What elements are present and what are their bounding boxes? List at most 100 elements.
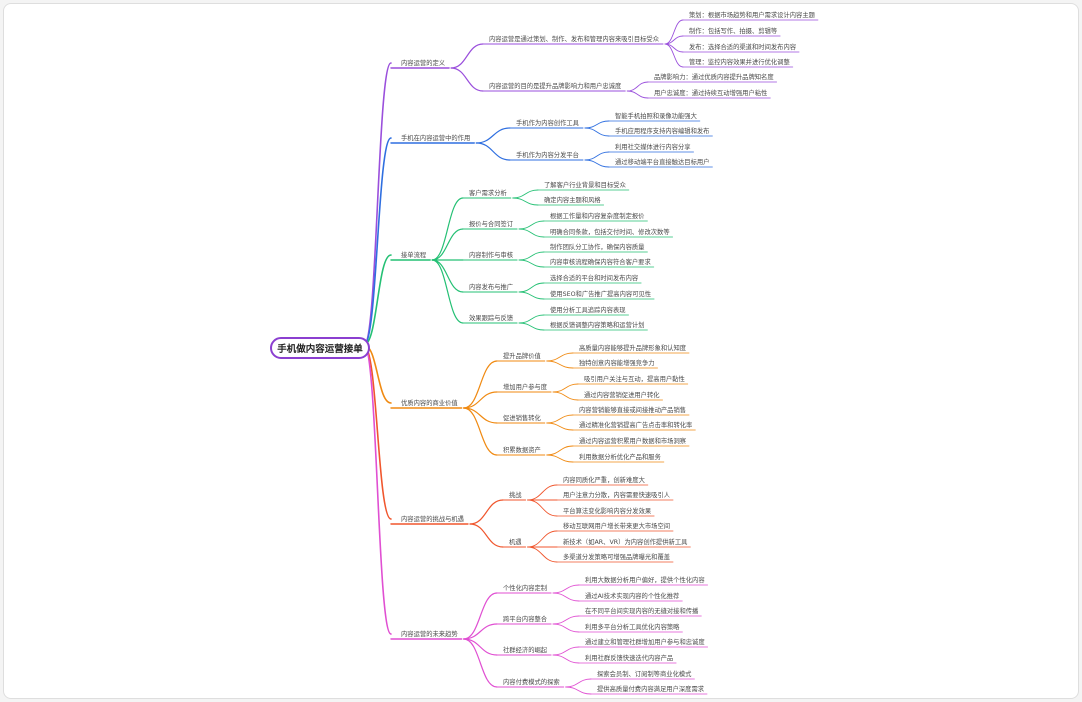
branch-6-sub-1-label[interactable]: 个性化内容定制: [503, 583, 547, 592]
branch-6-sub-4-label[interactable]: 内容付费模式的探索: [503, 677, 560, 686]
edge-branch-6-sub-4-leaf-2: [565, 686, 592, 695]
edge-root-branch-6: [363, 344, 392, 635]
branch-1-sub-2-label[interactable]: 内容运营的目的是提升品牌影响力和用户忠诚度: [489, 81, 622, 90]
edge-branch-3-sub-5-leaf-2: [518, 322, 545, 331]
edge-branch-4-sub-3-leaf-2: [546, 422, 574, 431]
branch-2-sub-2-label[interactable]: 手机作为内容分发平台: [516, 150, 579, 159]
branch-3-sub-5-label[interactable]: 效果跟踪与反馈: [469, 313, 514, 322]
branch-5-sub-1-leaf-3[interactable]: 平台算法变化影响内容分发效果: [563, 506, 652, 515]
edge-branch-4-sub-4-leaf-1: [546, 445, 574, 456]
edge-branch-6-sub-3-leaf-2: [552, 654, 580, 664]
branch-3-sub-4-leaf-1[interactable]: 选择合适的平台和时间发布内容: [550, 273, 639, 282]
edge-branch-1-sub-2: [450, 67, 484, 92]
branch-2-sub-2-leaf-2[interactable]: 通过移动端平台直接触达目标用户: [615, 157, 709, 166]
branch-1-sub-2-leaf-2[interactable]: 用户忠诚度：通过持续互动增强用户粘性: [654, 88, 767, 97]
branch-4-sub-1-leaf-2[interactable]: 独特创意内容能增强竞争力: [579, 358, 655, 367]
branch-5-sub-2-leaf-3[interactable]: 多渠道分发策略可增强品牌曝光和覆盖: [563, 552, 671, 561]
branch-4-sub-3-leaf-2[interactable]: 通过精准化营销提高广告点击率和转化率: [579, 420, 692, 429]
edge-branch-6-sub-2-leaf-2: [552, 623, 580, 633]
edge-branch-6-sub-4-leaf-1: [565, 678, 592, 688]
edge-branch-6-sub-3-leaf-1: [552, 646, 580, 656]
branch-1-sub-1-leaf-2[interactable]: 制作：包括写作、拍摄、剪辑等: [689, 26, 778, 35]
branch-4-sub-4-label[interactable]: 积累数据资产: [503, 445, 541, 454]
edge-branch-4-sub-1-leaf-1: [546, 352, 574, 362]
branch-6-sub-1-leaf-2[interactable]: 通过AI技术实现内容的个性化推荐: [585, 591, 679, 600]
branch-4-sub-2-leaf-2[interactable]: 通过内容营销促进用户转化: [584, 390, 660, 399]
branch-4-sub-4-leaf-2[interactable]: 利用数据分析优化产品和服务: [579, 452, 662, 461]
edge-branch-4-sub-1: [463, 360, 498, 409]
branch-4-sub-2-leaf-1[interactable]: 吸引用户关注与互动，提高用户黏性: [584, 374, 685, 383]
branch-2-sub-2-leaf-1[interactable]: 利用社交媒体进行内容分享: [615, 142, 691, 151]
branch-3-sub-5-leaf-2[interactable]: 根据反馈调整内容策略和运营计划: [550, 320, 644, 329]
branch-5-label[interactable]: 内容运营的挑战与机遇: [401, 514, 465, 523]
edge-branch-2-sub-2: [475, 142, 511, 161]
edge-branch-2-sub-1-leaf-1: [584, 120, 610, 129]
branch-5-sub-2-leaf-1[interactable]: 移动互联网用户增长带来更大市场空间: [563, 521, 670, 530]
branch-3-sub-3-label[interactable]: 内容制作与审核: [469, 250, 514, 259]
branch-2-label[interactable]: 手机在内容运营中的作用: [401, 133, 470, 142]
branch-2-sub-1-leaf-2[interactable]: 手机应用程序支持内容编辑和发布: [615, 126, 709, 135]
branch-3-sub-5-leaf-1[interactable]: 使用分析工具追踪内容表现: [550, 305, 626, 314]
branch-1-sub-1-leaf-1[interactable]: 策划：根据市场趋势和用户需求设计内容主题: [689, 10, 816, 19]
root-node-label: 手机做内容运营接单: [277, 344, 363, 355]
branch-6-sub-3-leaf-2[interactable]: 利用社群反馈快速迭代内容产品: [585, 653, 673, 662]
branch-3-label[interactable]: 接单流程: [401, 250, 427, 259]
branch-5-sub-2-label[interactable]: 机遇: [509, 537, 522, 546]
branch-1-sub-1-label[interactable]: 内容运营是通过策划、制作、发布和管理内容来吸引目标受众: [489, 34, 660, 43]
root-node[interactable]: 手机做内容运营接单: [270, 337, 370, 359]
branch-4-label[interactable]: 优质内容的商业价值: [401, 398, 458, 407]
edge-branch-3-sub-4-leaf-1: [518, 282, 545, 293]
branch-3-sub-1-leaf-1[interactable]: 了解客户行业背景和目标受众: [544, 180, 627, 189]
branch-4-sub-1-leaf-1[interactable]: 高质量内容能够提升品牌形象和认知度: [579, 343, 687, 352]
branch-6-sub-4-leaf-1[interactable]: 探索会员制、订阅制等商业化模式: [597, 669, 692, 678]
branch-4-sub-1-label[interactable]: 提升品牌价值: [503, 351, 541, 360]
branch-5-sub-1-leaf-1[interactable]: 内容同质化严重，创新难度大: [563, 475, 646, 484]
branch-4-sub-2-label[interactable]: 增加用户参与度: [503, 382, 548, 391]
branch-3-sub-2-label[interactable]: 报价与合同签订: [469, 219, 514, 228]
branch-1-sub-2-leaf-1[interactable]: 品牌影响力：通过优质内容提升品牌知名度: [654, 72, 774, 81]
edge-branch-4-sub-2-leaf-1: [552, 383, 579, 393]
edge-branch-5-sub-2-leaf-3: [527, 546, 558, 563]
edge-branch-6-sub-2: [463, 623, 498, 640]
branch-3-sub-4-leaf-2[interactable]: 使用SEO和广告推广提高内容可见性: [550, 289, 651, 298]
branch-4-sub-3-label[interactable]: 促进销售转化: [503, 413, 541, 422]
branch-6-sub-3-label[interactable]: 社群经济的崛起: [503, 645, 548, 654]
branch-5-sub-1-label[interactable]: 挑战: [509, 490, 522, 499]
edge-branch-3-sub-5: [431, 259, 464, 324]
branch-1-sub-1-leaf-4[interactable]: 管理：监控内容效果并进行优化调整: [689, 57, 790, 66]
edge-branch-4-sub-1-leaf-2: [546, 360, 574, 369]
edge-branch-3-sub-1-leaf-1: [512, 189, 539, 199]
branch-2-sub-1-label[interactable]: 手机作为内容创作工具: [516, 118, 580, 127]
branch-5-sub-2-leaf-2[interactable]: 新技术（如AR、VR）为内容创作提供新工具: [563, 537, 688, 546]
branch-3-sub-3-leaf-2[interactable]: 内容审核流程确保内容符合客户要求: [550, 257, 651, 266]
edge-branch-3-sub-5-leaf-1: [518, 314, 545, 324]
edge-branch-6-sub-4: [463, 638, 498, 688]
edge-branch-4-sub-2-leaf-2: [552, 391, 579, 401]
edge-branch-1-sub-1-leaf-1: [664, 19, 684, 45]
branch-6-sub-1-leaf-1[interactable]: 利用大数据分析用户偏好，提供个性化内容: [585, 575, 705, 584]
edge-branch-1-sub-1-leaf-4: [664, 43, 684, 68]
branch-6-sub-4-leaf-2[interactable]: 提供高质量付费内容满足用户深度需求: [597, 684, 705, 693]
branch-6-label[interactable]: 内容运营的未来趋势: [401, 629, 458, 638]
branch-2-sub-1-leaf-1[interactable]: 智能手机拍照和录像功能强大: [615, 111, 698, 120]
branch-3-sub-2-leaf-2[interactable]: 明确合同条款，包括交付时间、修改次数等: [550, 227, 670, 236]
branch-3-sub-3-leaf-1[interactable]: 制作团队分工协作，确保内容质量: [550, 242, 645, 251]
branch-3-sub-1-label[interactable]: 客户需求分析: [469, 188, 507, 197]
edge-branch-6-sub-1: [463, 592, 498, 640]
branch-3-sub-1-leaf-2[interactable]: 确定内容主题和风格: [544, 195, 601, 204]
branch-3-sub-2-leaf-1[interactable]: 根据工作量和内容复杂度制定报价: [550, 211, 645, 220]
branch-5-sub-1-leaf-2[interactable]: 用户注意力分散，内容需要快速吸引人: [563, 490, 671, 499]
branch-4-sub-3-leaf-1[interactable]: 内容营销能够直接或间接推动产品销售: [579, 405, 686, 414]
edge-branch-1-sub-2-leaf-1: [626, 81, 649, 92]
branch-4-sub-4-leaf-1[interactable]: 通过内容运营积累用户数据和市场洞察: [579, 436, 687, 445]
branch-6-sub-2-leaf-1[interactable]: 在不同平台间实现内容的无缝对接和传播: [585, 606, 699, 615]
edge-branch-4-sub-3-leaf-1: [546, 414, 574, 424]
branch-3-sub-4-label[interactable]: 内容发布与推广: [469, 282, 513, 291]
branch-1-label[interactable]: 内容运营的定义: [401, 58, 446, 67]
branch-6-sub-2-label[interactable]: 跨平台内容整合: [503, 614, 548, 623]
branch-6-sub-3-leaf-1[interactable]: 通过建立和管理社群增加用户参与和忠诚度: [585, 637, 705, 646]
branch-6-sub-2-leaf-2[interactable]: 利用多平台分析工具优化内容策略: [585, 622, 680, 631]
edge-root-branch-1: [363, 62, 392, 346]
branch-1-sub-1-leaf-3[interactable]: 发布：选择合适的渠道和时间发布内容: [689, 42, 797, 51]
mindmap-canvas: 内容运营的定义 内容运营是通过策划、制作、发布和管理内容来吸引目标受众 策划：根据市…: [3, 3, 1079, 699]
